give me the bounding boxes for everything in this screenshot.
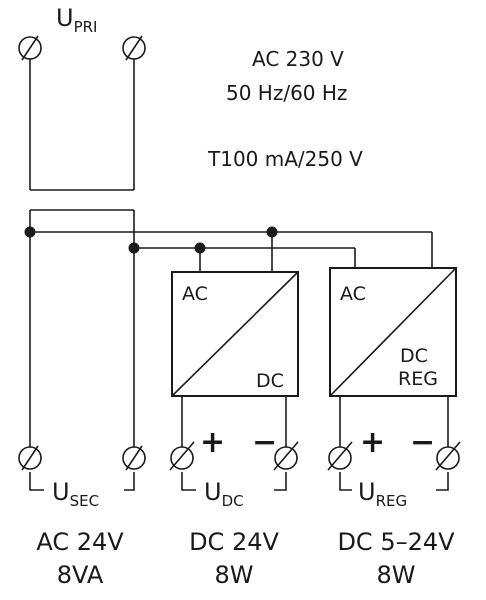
- reg-module-reg-label: REG: [398, 368, 438, 390]
- dc-plus-marker: +: [200, 425, 225, 460]
- reg-terminal-minus: [435, 441, 461, 471]
- reg-module-ac-label: AC: [340, 283, 366, 305]
- fuse-rating: T100 mA/250 V: [207, 147, 363, 171]
- primary-winding: [29, 48, 135, 191]
- dc-rating-voltage: DC 24V: [189, 528, 279, 556]
- dc-terminal-plus: [169, 441, 195, 471]
- secondary-terminal-left: [18, 445, 42, 471]
- mains-voltage: AC 230 V: [252, 47, 344, 71]
- reg-rating-power: 8W: [377, 561, 416, 589]
- secondary-terminal-right: [122, 445, 146, 471]
- junction-dot: [266, 226, 278, 238]
- reg-converter-module: [329, 267, 457, 458]
- junction-dots: [24, 226, 278, 254]
- reg-module-dc-label: DC: [400, 345, 428, 367]
- mains-frequency: 50 Hz/60 Hz: [226, 81, 347, 105]
- dc-module-dc-label: DC: [256, 370, 284, 392]
- reg-rating-voltage: DC 5–24V: [337, 528, 455, 556]
- dc-terminal-minus: [273, 441, 299, 471]
- primary-terminal-left: [18, 35, 42, 61]
- junction-dot: [128, 242, 140, 254]
- reg-terminal-plus: [327, 441, 353, 471]
- dc-voltage-label: UDC: [204, 478, 244, 510]
- secondary-rating-voltage: AC 24V: [36, 528, 124, 556]
- reg-minus-marker: −: [410, 425, 435, 460]
- secondary-rating-power: 8VA: [57, 561, 104, 589]
- supply-bus: [30, 231, 433, 272]
- output-brackets: [29, 472, 449, 491]
- reg-voltage-label: UREG: [358, 478, 407, 510]
- secondary-voltage-label: USEC: [52, 478, 99, 510]
- primary-voltage-label: UPRI: [56, 4, 97, 36]
- converter-diagonal: [329, 267, 457, 397]
- converter-diagonal: [171, 271, 299, 397]
- dc-rating-power: 8W: [215, 561, 254, 589]
- primary-terminal-right: [122, 35, 146, 61]
- junction-dot: [24, 226, 36, 238]
- dc-minus-marker: −: [252, 425, 277, 460]
- dc-module-ac-label: AC: [182, 283, 208, 305]
- dc-converter-module: [171, 271, 299, 458]
- reg-plus-marker: +: [360, 425, 385, 460]
- secondary-winding: [29, 210, 135, 458]
- junction-dot: [194, 242, 206, 254]
